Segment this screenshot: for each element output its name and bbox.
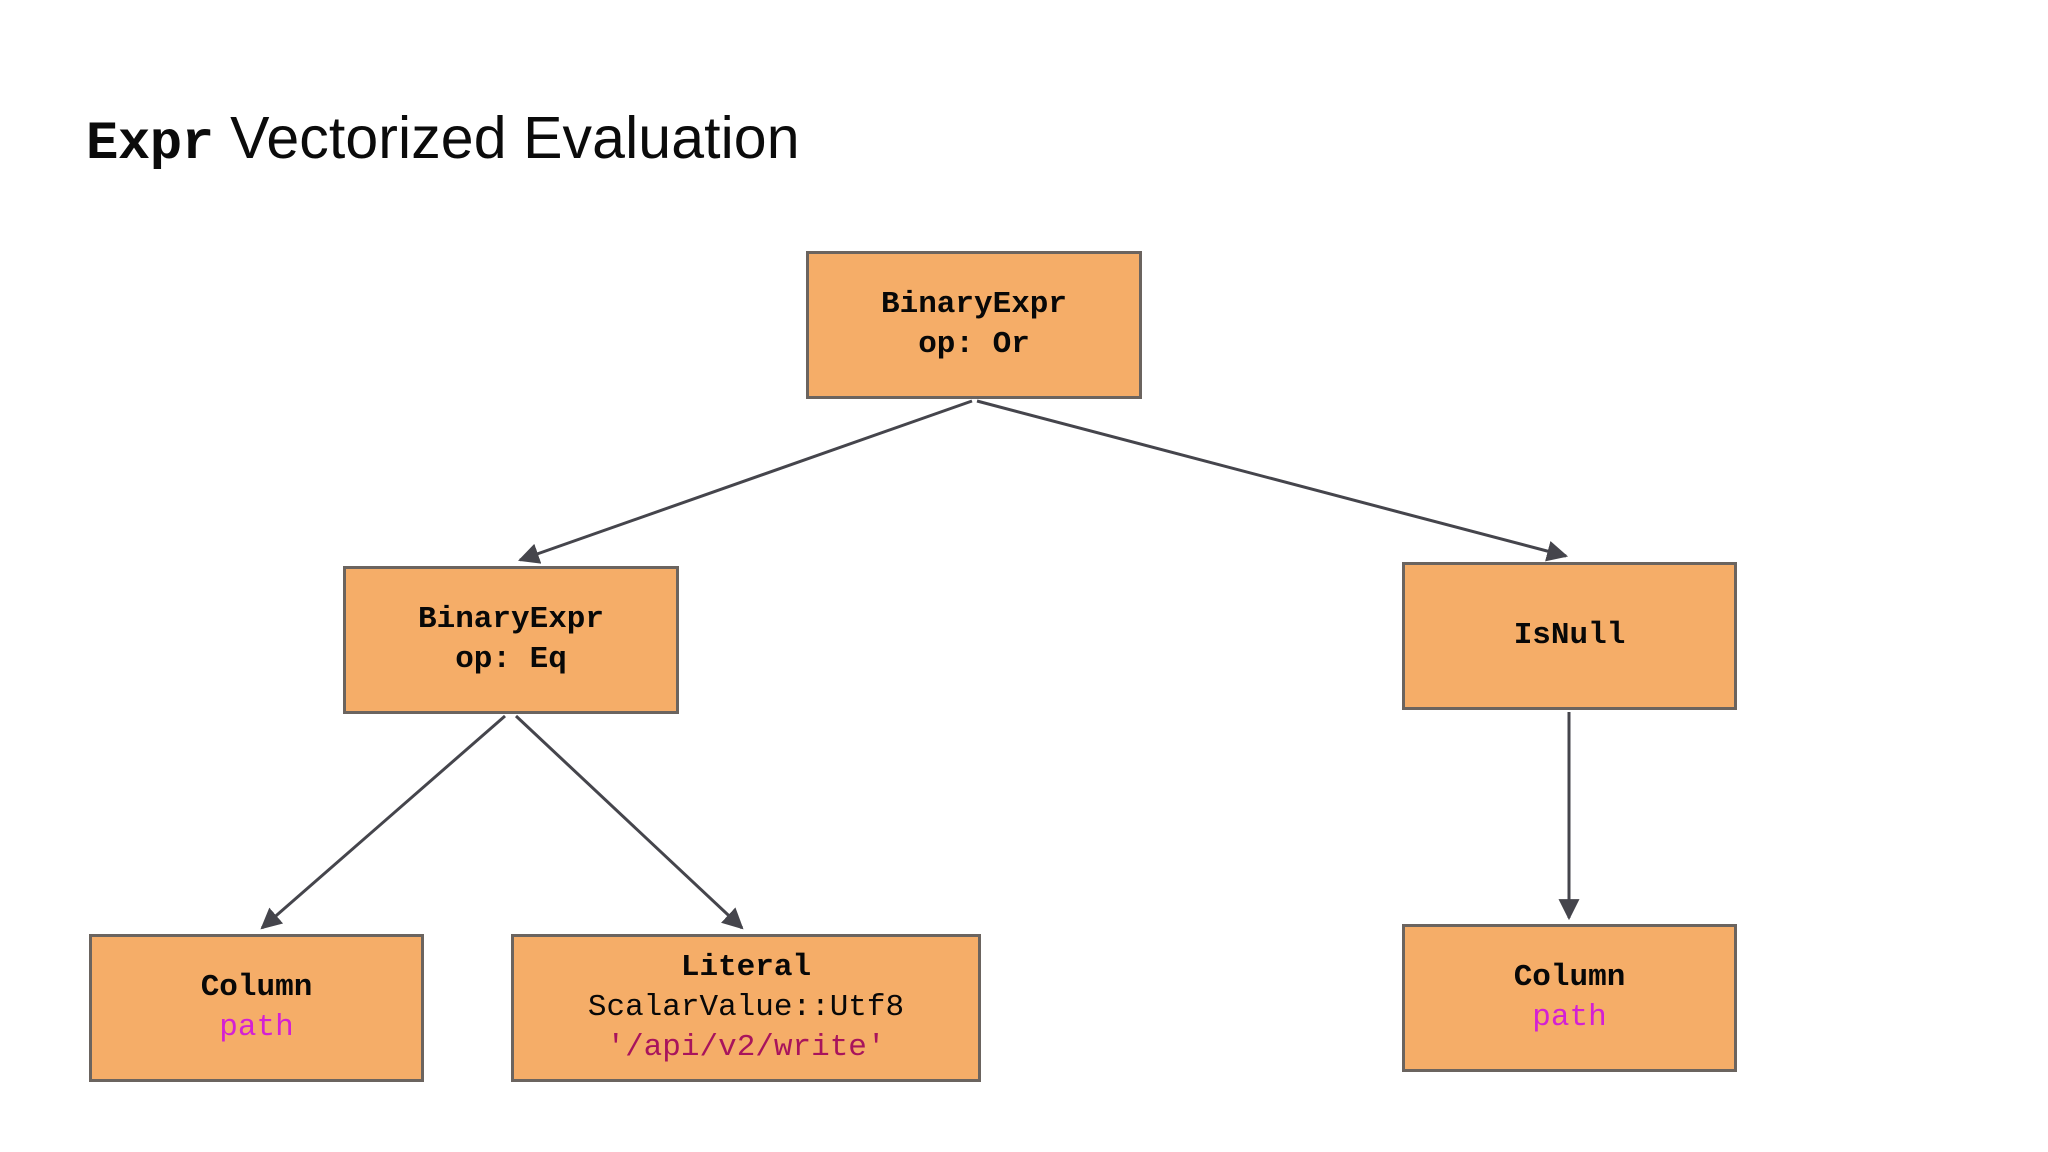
edge-binary-eq-to-column-left [260, 714, 506, 930]
node-column-path-left[interactable]: Column path [89, 934, 424, 1082]
node-line: op: Eq [455, 642, 567, 677]
node-binary-expr-eq[interactable]: BinaryExpr op: Eq [343, 566, 679, 714]
node-line-identifier: path [219, 1010, 294, 1045]
node-line-identifier: path [1532, 1000, 1607, 1035]
node-is-null[interactable]: IsNull [1402, 562, 1737, 710]
node-binary-expr-or[interactable]: BinaryExpr op: Or [806, 251, 1142, 399]
edge-root-to-isnull [976, 399, 1569, 562]
edge-root-to-binary-eq [518, 399, 973, 564]
node-line-string-literal: '/api/v2/write' [606, 1029, 886, 1065]
node-line: op: Or [918, 327, 1030, 362]
node-line: Literal [680, 950, 812, 986]
node-line: BinaryExpr [417, 602, 605, 638]
node-line: Column [1513, 960, 1626, 996]
edge-binary-eq-to-literal [514, 714, 744, 930]
node-line-type: ScalarValue::Utf8 [587, 990, 905, 1026]
node-line: Column [200, 970, 313, 1006]
page-title-code: Expr [86, 114, 214, 175]
node-literal-scalar-utf8[interactable]: Literal ScalarValue::Utf8 '/api/v2/write… [511, 934, 981, 1082]
page-title: Expr Vectorized Evaluation [86, 105, 800, 175]
node-column-path-right[interactable]: Column path [1402, 924, 1737, 1072]
page-title-text: Vectorized Evaluation [213, 105, 800, 171]
node-line: BinaryExpr [880, 287, 1068, 323]
node-line: IsNull [1513, 618, 1626, 654]
